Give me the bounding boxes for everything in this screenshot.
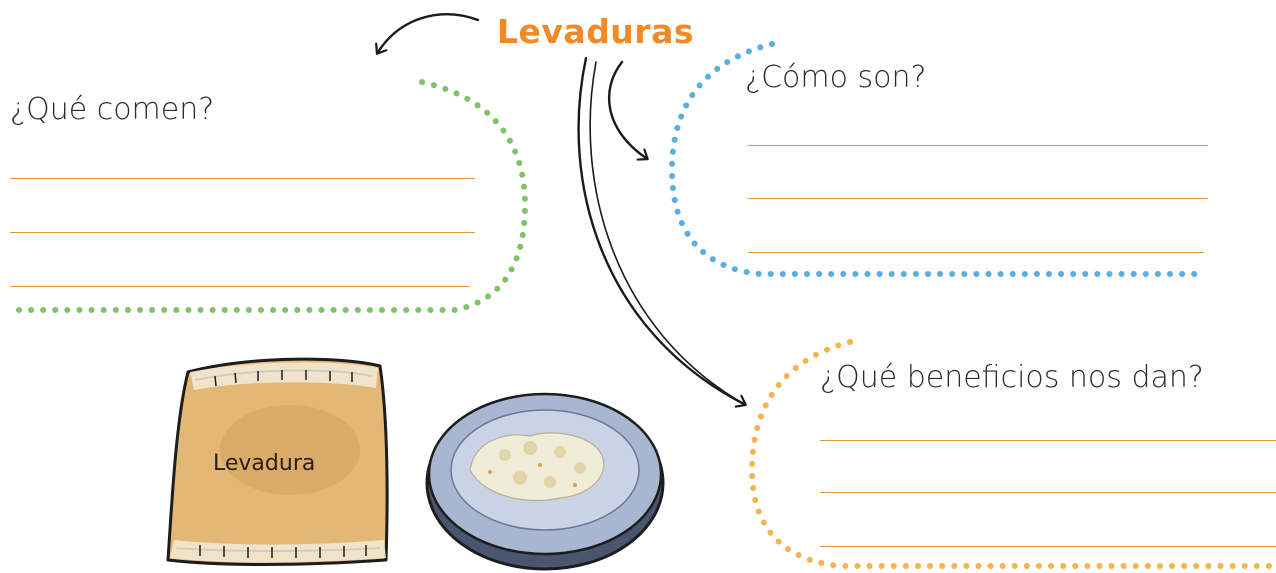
blue-dotted-bracket [668,41,1208,277]
answer-line[interactable] [820,492,1276,493]
arrow-to-comen [375,13,480,55]
diagram-title: Levaduras [497,12,694,51]
answer-line[interactable] [10,178,475,179]
answer-line[interactable] [820,546,1276,547]
answer-line[interactable] [10,232,475,233]
arrow-to-beneficios-inner [589,61,745,405]
package-label: Levadura [213,451,315,476]
answer-line[interactable] [748,145,1208,146]
arrow-to-son [608,60,649,161]
arrow-to-beneficios [577,56,747,408]
yeast-plate-illustration [425,392,665,571]
orange-dotted-bracket [748,339,1276,569]
yeast-package-illustration: Levadura [166,357,389,566]
answer-line[interactable] [748,198,1208,199]
answer-line[interactable] [10,286,470,287]
answer-line[interactable] [748,252,1204,253]
question-what-are-they-like: ¿Cómo son? [745,60,927,95]
question-what-do-they-eat: ¿Qué comen? [10,92,215,127]
answer-line[interactable] [820,440,1276,441]
question-what-benefits: ¿Qué beneficios nos dan? [820,360,1204,395]
green-dotted-bracket [7,79,529,313]
